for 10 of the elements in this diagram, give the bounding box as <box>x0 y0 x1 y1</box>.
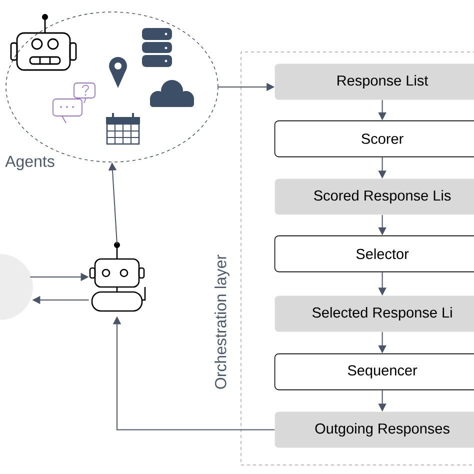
data-box: Selected Response Li <box>274 296 474 332</box>
process-box: Sequencer <box>274 353 474 390</box>
data-box: Outgoing Responses <box>274 412 474 448</box>
data-box: Response List <box>274 64 474 100</box>
process-box: Scorer <box>274 120 474 158</box>
group-label: Agents <box>5 156 54 170</box>
layer-label: Orchestration layer <box>214 254 230 389</box>
robot-icon <box>89 242 146 312</box>
process-box: Selector <box>274 235 474 272</box>
data-box: Scored Response Lis <box>274 178 474 215</box>
